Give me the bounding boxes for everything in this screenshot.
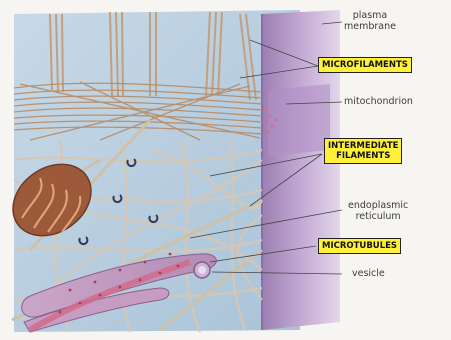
vesicle-shape [194,262,210,278]
microfilaments-label: MICROFILAMENTS [318,57,412,73]
vesicle-label: vesicle [352,268,385,279]
endoplasmic-reticulum-label: endoplasmic reticulum [348,200,408,222]
plasma-membrane-label: plasma membrane [344,10,396,32]
microtubules-label: MICROTUBULES [318,238,401,254]
mitochondrion-label: mitochondrion [344,96,413,107]
intermediate-filaments-label: INTERMEDIATE FILAMENTS [324,138,402,164]
